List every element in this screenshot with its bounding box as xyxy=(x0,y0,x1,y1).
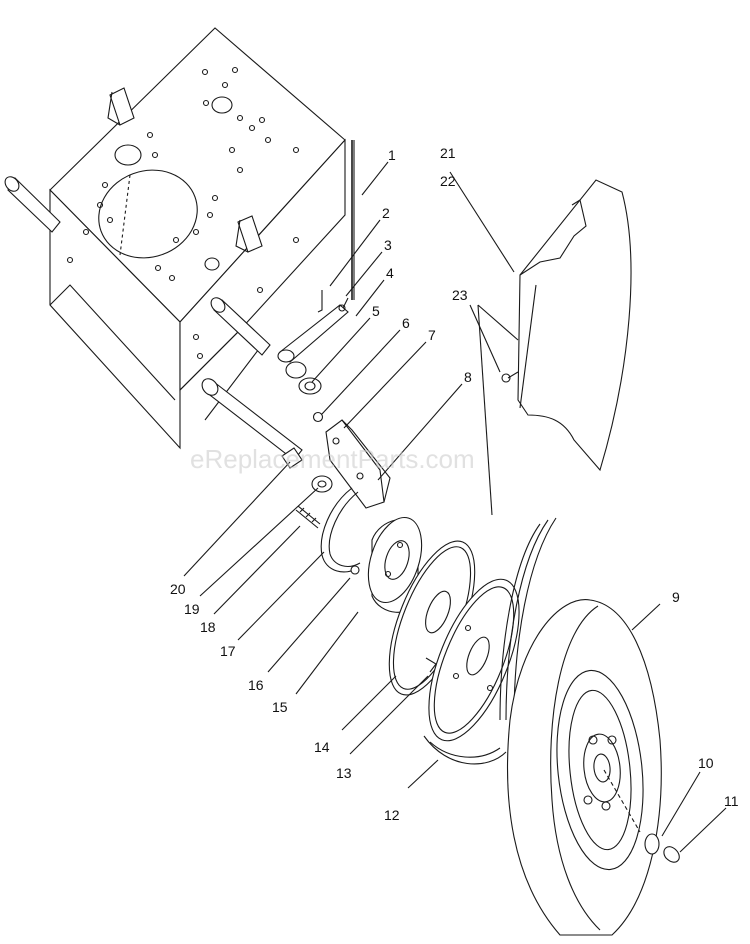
wheel-tire xyxy=(506,599,680,936)
leader-lines xyxy=(183,161,727,853)
callout-1: 1 xyxy=(388,147,396,163)
callout-11: 11 xyxy=(724,793,739,809)
fender-guard xyxy=(477,179,632,516)
callout-13: 13 xyxy=(336,765,352,781)
callout-4: 4 xyxy=(386,265,394,281)
brake-linkage xyxy=(277,140,355,469)
callout-19: 19 xyxy=(184,601,200,617)
callout-2: 2 xyxy=(382,205,390,221)
callout-22: 22 xyxy=(440,173,456,189)
callout-14: 14 xyxy=(314,739,330,755)
callout-17: 17 xyxy=(220,643,236,659)
callout-16: 16 xyxy=(248,677,264,693)
callout-6: 6 xyxy=(402,315,410,331)
callout-8: 8 xyxy=(464,369,472,385)
frame-assembly xyxy=(4,27,346,461)
callout-18: 18 xyxy=(200,619,216,635)
watermark-text: eReplacementParts.com xyxy=(190,444,475,474)
callout-12: 12 xyxy=(384,807,400,823)
callout-labels: 1 2 3 4 5 6 7 8 9 10 11 12 13 14 15 16 1… xyxy=(170,145,739,823)
brake-plates xyxy=(388,517,557,765)
callout-7: 7 xyxy=(428,327,436,343)
callout-9: 9 xyxy=(672,589,680,605)
callout-21: 21 xyxy=(440,145,456,161)
brake-bracket xyxy=(295,419,391,575)
callout-10: 10 xyxy=(698,755,714,771)
callout-5: 5 xyxy=(372,303,380,319)
callout-23: 23 xyxy=(452,287,468,303)
callout-15: 15 xyxy=(272,699,288,715)
brake-drum xyxy=(367,516,423,613)
callout-3: 3 xyxy=(384,237,392,253)
callout-20: 20 xyxy=(170,581,186,597)
